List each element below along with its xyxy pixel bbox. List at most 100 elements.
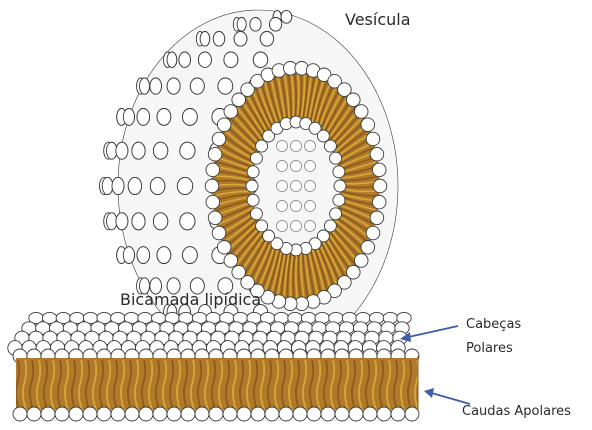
lipid-head bbox=[256, 140, 268, 152]
lipid-head bbox=[247, 194, 259, 206]
lipid-head bbox=[212, 132, 226, 146]
lipid-head bbox=[370, 211, 384, 225]
lipid-head bbox=[305, 181, 316, 192]
lipid-head bbox=[330, 208, 342, 220]
lipid-head bbox=[212, 226, 226, 240]
lipid-head bbox=[265, 407, 279, 421]
lipid-head bbox=[333, 166, 345, 178]
vesicle bbox=[100, 10, 399, 362]
band-fill bbox=[16, 358, 418, 410]
lipid-head bbox=[139, 407, 153, 421]
lipid-head bbox=[116, 213, 128, 230]
bilayer-top-surface bbox=[8, 312, 419, 363]
lipid-head bbox=[153, 213, 167, 230]
lipid-head bbox=[217, 241, 231, 255]
lipid-head bbox=[260, 32, 273, 47]
lipid-head bbox=[250, 208, 262, 220]
lipid-head bbox=[69, 407, 83, 421]
lipid-head bbox=[291, 181, 302, 192]
lipid-head bbox=[347, 93, 361, 107]
lipid-head bbox=[167, 78, 180, 94]
lipid-head bbox=[354, 254, 368, 268]
lipid-head bbox=[232, 265, 246, 279]
lipid-head bbox=[263, 230, 275, 242]
lipid-head bbox=[150, 78, 162, 94]
lipid-head bbox=[223, 407, 237, 421]
lipid-head bbox=[107, 213, 117, 230]
lipid-head bbox=[206, 163, 220, 177]
lipid-head bbox=[247, 166, 259, 178]
lipid-head bbox=[354, 105, 368, 119]
lipid-head bbox=[250, 152, 262, 164]
lipid-head bbox=[217, 118, 231, 132]
lipid-head bbox=[372, 195, 386, 209]
lipid-head bbox=[128, 177, 141, 194]
lipid-head bbox=[277, 221, 288, 232]
lipid-head bbox=[179, 52, 191, 67]
bilayer-bottom-heads bbox=[13, 407, 419, 421]
lipid-head bbox=[153, 407, 167, 421]
lipid-head bbox=[251, 407, 265, 421]
band-clip-group bbox=[16, 358, 418, 410]
lipid-head bbox=[102, 177, 113, 194]
lipid-head bbox=[157, 109, 171, 126]
lipid-head bbox=[334, 180, 346, 192]
lipid-head bbox=[277, 161, 288, 172]
lipid-head bbox=[183, 247, 198, 264]
lipid-head bbox=[321, 407, 335, 421]
lipid-head bbox=[224, 105, 238, 119]
lipid-head bbox=[198, 52, 211, 67]
lipid-head bbox=[157, 247, 171, 264]
lipid-head bbox=[330, 152, 342, 164]
lipid-head bbox=[132, 142, 145, 159]
vesicle-title: Vesícula bbox=[345, 10, 411, 29]
lipid-head bbox=[305, 161, 316, 172]
lipid-head bbox=[366, 226, 380, 240]
lipid-head bbox=[181, 407, 195, 421]
lipid-head bbox=[279, 407, 293, 421]
lipid-head bbox=[281, 11, 292, 24]
bilayer-tail-region bbox=[16, 356, 418, 412]
lipid-head bbox=[180, 142, 195, 159]
lipid-head bbox=[363, 407, 377, 421]
lipid-head bbox=[405, 407, 419, 421]
lipid-head bbox=[177, 177, 192, 194]
lipid-head bbox=[107, 142, 117, 159]
lipid-head bbox=[246, 180, 258, 192]
lipid-head bbox=[291, 221, 302, 232]
lipid-head bbox=[305, 201, 316, 212]
lipid-bilayer bbox=[8, 312, 419, 421]
lipid-head bbox=[305, 221, 316, 232]
lipid-head bbox=[97, 407, 111, 421]
lipid-head bbox=[140, 78, 150, 94]
lipid-head bbox=[237, 18, 246, 32]
lipid-head bbox=[224, 52, 238, 67]
lipid-head bbox=[270, 18, 282, 32]
lipid-head bbox=[291, 141, 302, 152]
bilayer-title: Bicamada lipídica bbox=[120, 290, 261, 309]
lipid-head bbox=[361, 118, 375, 132]
lipid-head bbox=[372, 163, 386, 177]
vesicle-bilayer-cross-section bbox=[205, 62, 387, 311]
lipid-head bbox=[333, 194, 345, 206]
lipid-head bbox=[307, 407, 321, 421]
lipid-head bbox=[335, 407, 349, 421]
lipid-head bbox=[277, 141, 288, 152]
lipid-head bbox=[27, 407, 41, 421]
heads-label-line1: Cabeças bbox=[466, 317, 521, 332]
lipid-head bbox=[116, 142, 128, 159]
lipid-head bbox=[183, 109, 198, 126]
lipid-head bbox=[237, 407, 251, 421]
lipid-head bbox=[377, 407, 391, 421]
lipid-head bbox=[205, 179, 219, 193]
lipid-head bbox=[305, 141, 316, 152]
lipid-head bbox=[137, 247, 150, 264]
heads-label-line2: Polares bbox=[466, 341, 513, 356]
lipid-head bbox=[373, 179, 387, 193]
lipid-head bbox=[370, 147, 384, 161]
lipid-head bbox=[291, 161, 302, 172]
lipid-head bbox=[190, 78, 204, 94]
lipid-head bbox=[13, 407, 27, 421]
lipid-head bbox=[150, 177, 165, 194]
lipid-head bbox=[111, 407, 125, 421]
